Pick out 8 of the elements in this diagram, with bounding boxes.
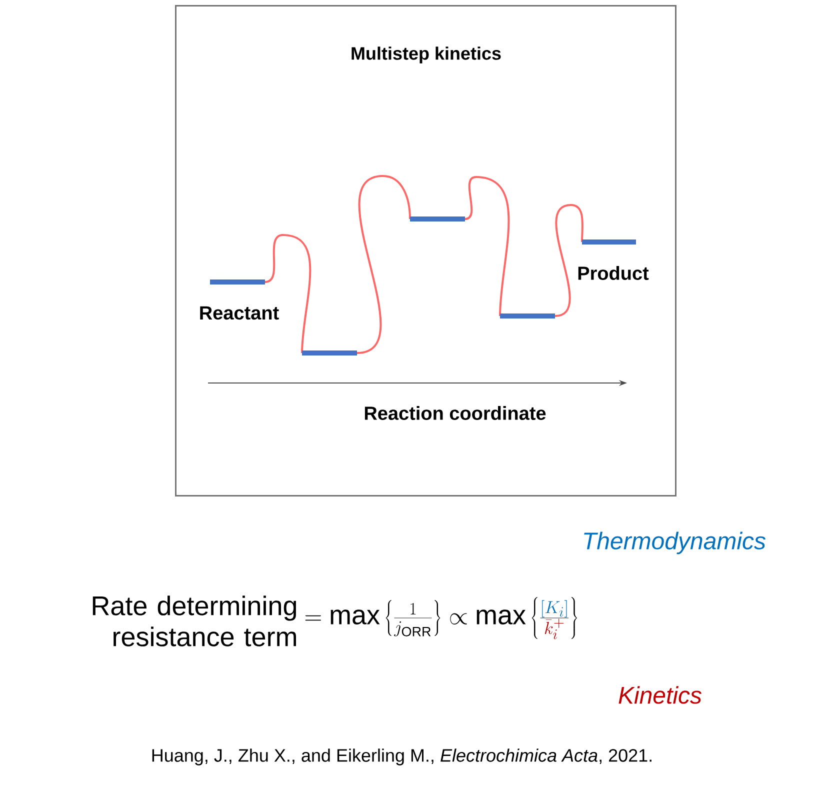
axis-title: Reaction coordinate <box>364 406 546 420</box>
axis-label: Product <box>578 266 649 280</box>
axis-label: Reactant <box>200 306 279 320</box>
citation-text: Huang, J., Zhu X., and Eikerling M., Electrochimica Acta, 2021. <box>152 748 652 766</box>
annotation-text: Thermodynamics <box>584 532 766 554</box>
equation: $= \max\left\{\frac{1}{j_{\mathrm{ORR}}}\right\} \propto \max\left\{\frac{\textcolor{thermo}{[K_i]}}{\textcolor{kinet}{\bar{k}_i^{+}}}\right\}$ <box>305 597 577 640</box>
annotation-text: Kinetics <box>618 686 702 704</box>
label-text: Rate determining resistance term <box>92 596 296 646</box>
